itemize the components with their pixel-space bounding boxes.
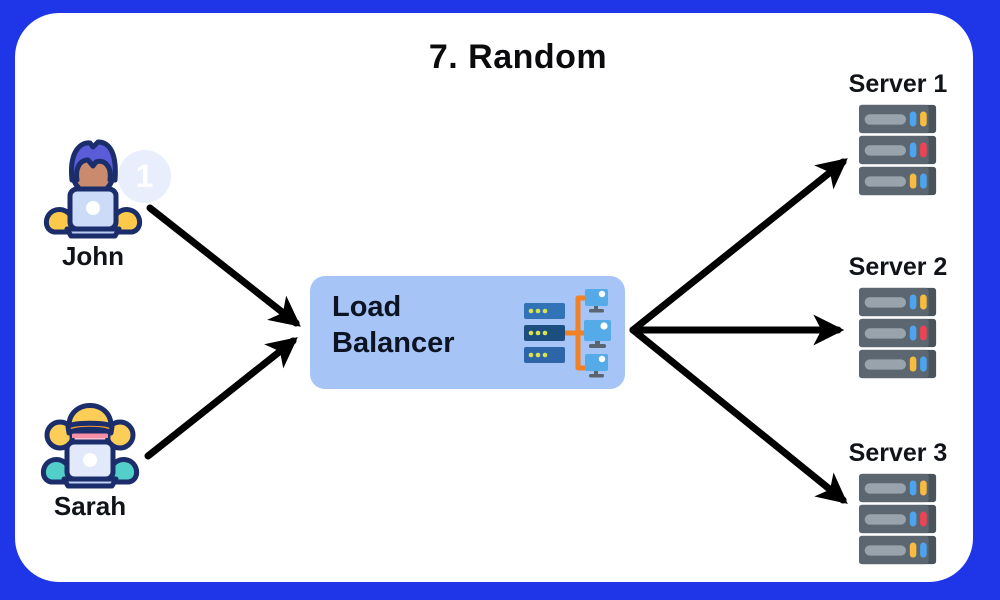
diagram-title: 7. Random	[428, 38, 608, 76]
server-1-label: Server 1	[848, 70, 948, 98]
monitor-icons	[584, 289, 611, 378]
server-rack-icon	[858, 473, 936, 565]
woman-at-laptop-icon	[40, 403, 140, 489]
user-sarah: Sarah	[32, 382, 148, 522]
server-2-label: Server 2	[848, 253, 948, 281]
load-balancer-box: Load Balancer	[310, 276, 625, 389]
load-balancer-network-icon	[524, 289, 611, 378]
user-john: John	[35, 132, 151, 272]
step-number-badge: 1	[118, 150, 171, 203]
user-john-label: John	[61, 241, 125, 271]
stack-icon	[524, 303, 565, 363]
server-3: Server 3	[838, 439, 958, 566]
man-at-laptop-icon	[43, 139, 143, 239]
server-rack-icon	[858, 104, 936, 196]
server-2: Server 2	[838, 253, 958, 380]
server-1: Server 1	[838, 70, 958, 197]
user-sarah-label: Sarah	[53, 491, 127, 521]
step-number-text: 1	[135, 158, 154, 194]
server-3-label: Server 3	[848, 439, 948, 467]
server-rack-icon	[858, 287, 936, 379]
load-balancer-label: Load Balancer	[332, 291, 455, 360]
